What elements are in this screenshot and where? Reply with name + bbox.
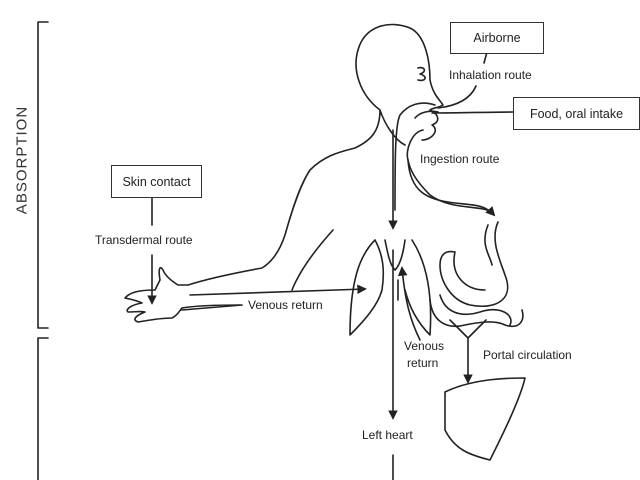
venous-return-lungs-arrow bbox=[397, 266, 421, 341]
venous-return-arm-arrow bbox=[189, 284, 367, 296]
ingestion-arrow bbox=[407, 159, 496, 217]
inhalation-route-label: Inhalation route bbox=[449, 68, 532, 82]
skin-contact-box: Skin contact bbox=[111, 165, 202, 198]
venous-return-lungs-label-1: Venous bbox=[404, 339, 445, 353]
ingestion-route-label: Ingestion route bbox=[420, 152, 500, 166]
food-connector bbox=[431, 111, 514, 114]
distribution-bracket bbox=[37, 337, 49, 480]
arm-lower-line bbox=[181, 304, 243, 311]
venous-return-lungs-label-2: return bbox=[407, 356, 439, 370]
transdermal-route-label: Transdermal route bbox=[95, 233, 193, 247]
arm-inner-line bbox=[291, 229, 334, 291]
lungs bbox=[349, 239, 432, 336]
inhalation-path bbox=[437, 85, 477, 109]
absorption-label: ABSORPTION bbox=[13, 105, 31, 215]
venous-return-arm-label: Venous return bbox=[248, 298, 323, 312]
ear-icon bbox=[417, 66, 426, 82]
absorption-bracket bbox=[37, 21, 49, 329]
pharynx bbox=[394, 102, 493, 213]
food-oral-intake-box: Food, oral intake bbox=[513, 97, 640, 130]
stomach bbox=[429, 221, 524, 328]
liver bbox=[444, 377, 526, 461]
body-outline bbox=[124, 23, 444, 323]
left-heart-label: Left heart bbox=[362, 428, 413, 442]
portal-funnel bbox=[449, 319, 487, 382]
airborne-box: Airborne bbox=[450, 22, 544, 54]
portal-circulation-label: Portal circulation bbox=[483, 348, 572, 362]
